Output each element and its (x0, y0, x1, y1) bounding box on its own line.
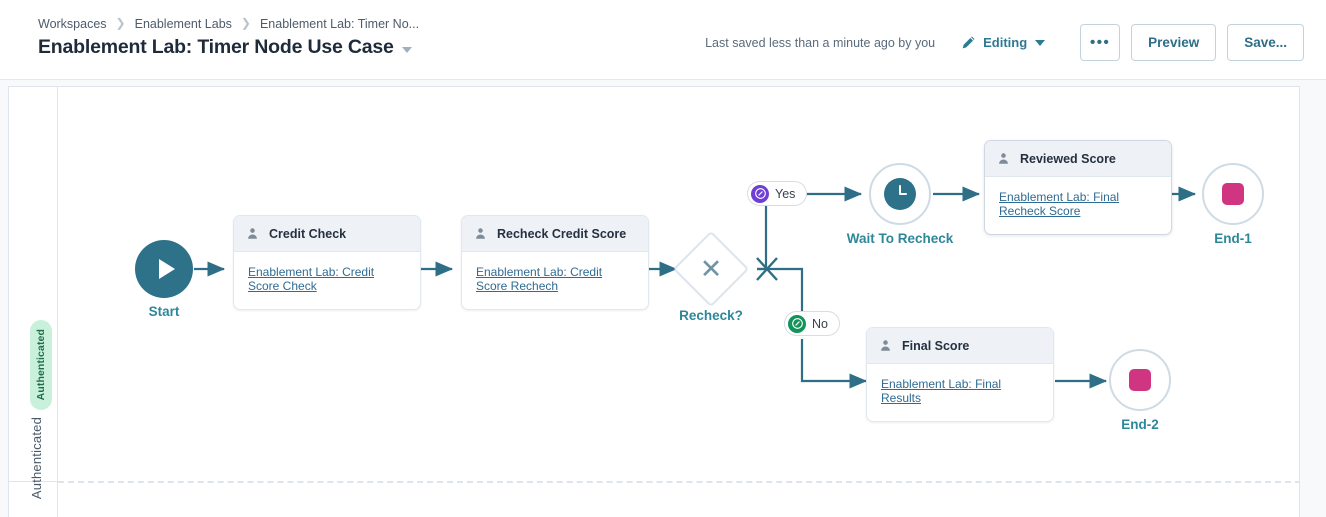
card-credit-check-header: Credit Check (234, 216, 420, 252)
gateway-exit-cross (756, 257, 778, 281)
card-credit-check-body: Enablement Lab: Credit Score Check (234, 252, 420, 309)
connector-layer (194, 186, 1197, 389)
play-icon (158, 259, 175, 279)
save-status-text: Last saved less than a minute ago by you (705, 35, 936, 50)
breadcrumb: Workspaces ❯ Enablement Labs ❯ Enablemen… (38, 17, 419, 31)
breadcrumb-current[interactable]: Enablement Lab: Timer No... (259, 17, 420, 31)
card-final-link[interactable]: Enablement Lab: Final Results (881, 377, 1002, 406)
lane-header-column (9, 87, 58, 517)
page-title: Enablement Lab: Timer Node Use Case (38, 36, 394, 58)
branch-badge-no[interactable]: No (784, 311, 840, 336)
process-diagram-canvas[interactable]: Authenticated Authenticated (8, 86, 1300, 517)
card-recheck-title: Recheck Credit Score (497, 226, 627, 241)
user-task-icon (999, 153, 1008, 164)
node-gateway-label: Recheck? (679, 308, 743, 323)
node-start[interactable]: Start (135, 240, 193, 319)
connector-gateway-to-no-a (757, 267, 804, 314)
card-credit-check-link[interactable]: Enablement Lab: Credit Score Check (248, 265, 375, 294)
app-header: Workspaces ❯ Enablement Labs ❯ Enablemen… (0, 0, 1326, 80)
title-chevron-down-icon[interactable] (401, 46, 412, 53)
node-wait-to-recheck[interactable]: Wait To Recheck (847, 163, 953, 246)
card-credit-check[interactable]: Credit Check Enablement Lab: Credit Scor… (233, 215, 421, 311)
editing-mode-selector[interactable]: Editing (961, 35, 1046, 50)
preview-button[interactable]: Preview (1131, 24, 1217, 61)
card-reviewed-score[interactable]: Reviewed Score Enablement Lab: Final Rec… (984, 140, 1172, 236)
clock-icon (884, 178, 916, 210)
editing-label: Editing (983, 35, 1028, 50)
branch-yes-label: Yes (775, 186, 796, 201)
lane-authenticated-badge: Authenticated (30, 320, 52, 410)
card-credit-check-title: Credit Check (269, 226, 347, 241)
gateway-x-icon: ✕ (699, 253, 723, 284)
breadcrumb-chevron-icon: ❯ (115, 16, 126, 30)
card-reviewed-header: Reviewed Score (985, 141, 1171, 177)
card-reviewed-link[interactable]: Enablement Lab: Final Recheck Score (999, 190, 1120, 219)
end-event-shape (1109, 349, 1171, 411)
editing-chevron-down-icon (1035, 39, 1046, 46)
breadcrumb-workspaces[interactable]: Workspaces (38, 17, 107, 31)
node-gateway-recheck[interactable]: ✕ Recheck? (672, 230, 750, 323)
card-final-score[interactable]: Final Score Enablement Lab: Final Result… (866, 327, 1054, 423)
no-condition-icon (788, 314, 806, 333)
yes-condition-icon (751, 184, 769, 203)
breadcrumb-enablement-labs[interactable]: Enablement Labs (134, 17, 232, 31)
card-reviewed-body: Enablement Lab: Final Recheck Score (985, 177, 1171, 234)
card-final-body: Enablement Lab: Final Results (867, 364, 1053, 421)
page-title-row: Enablement Lab: Timer Node Use Case (38, 36, 412, 59)
end-event-icon (1222, 183, 1244, 205)
connector-no-to-final-score (800, 339, 868, 389)
lane-column-divider (9, 481, 58, 482)
card-recheck-header: Recheck Credit Score (462, 216, 648, 252)
node-end-1[interactable]: End-1 (1202, 163, 1264, 246)
more-options-button[interactable]: ••• (1080, 24, 1121, 61)
node-end-1-label: End-1 (1214, 231, 1252, 246)
node-timer-label: Wait To Recheck (846, 231, 954, 246)
card-final-header: Final Score (867, 328, 1053, 364)
node-start-label: Start (148, 304, 180, 319)
card-recheck-body: Enablement Lab: Credit Score Rechech (462, 252, 648, 309)
node-end-2[interactable]: End-2 (1109, 349, 1171, 432)
card-recheck-credit-score[interactable]: Recheck Credit Score Enablement Lab: Cre… (461, 215, 649, 311)
timer-event-shape (869, 163, 931, 225)
card-reviewed-title: Reviewed Score (1020, 151, 1116, 166)
breadcrumb-chevron-icon: ❯ (240, 16, 251, 30)
end-event-shape (1202, 163, 1264, 225)
card-recheck-link[interactable]: Enablement Lab: Credit Score Rechech (476, 265, 603, 294)
user-task-icon (881, 340, 890, 351)
user-task-icon (248, 228, 257, 239)
save-button[interactable]: Save... (1227, 24, 1304, 61)
branch-badge-yes[interactable]: Yes (747, 181, 808, 206)
card-final-title: Final Score (902, 338, 970, 353)
header-actions: Last saved less than a minute ago by you… (705, 24, 1304, 61)
branch-no-label: No (812, 316, 828, 331)
end-event-icon (1129, 369, 1151, 391)
pencil-icon (962, 36, 975, 49)
node-end-2-label: End-2 (1121, 417, 1159, 432)
user-task-icon (476, 228, 485, 239)
start-event-shape (135, 240, 193, 298)
lane-divider (58, 481, 1299, 483)
